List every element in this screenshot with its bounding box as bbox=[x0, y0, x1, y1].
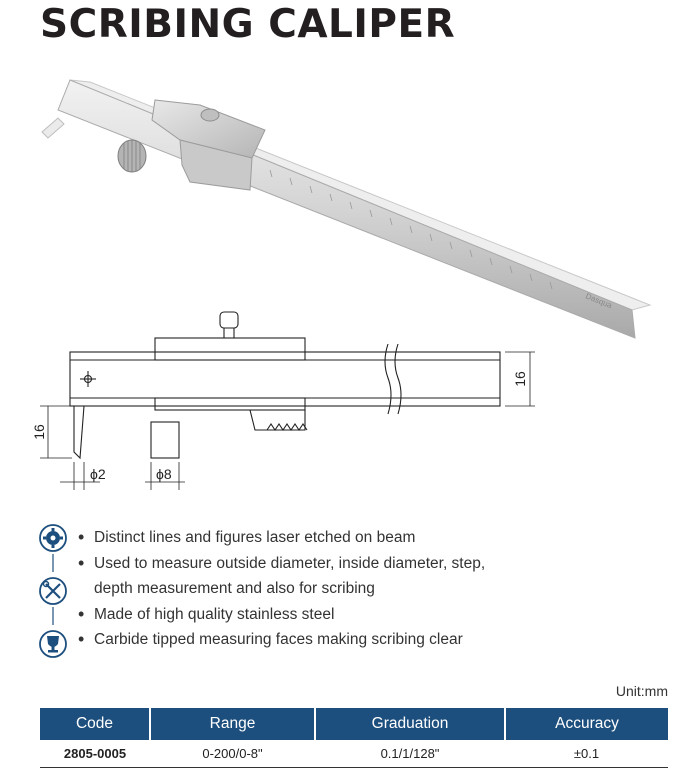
header-code: Code bbox=[40, 708, 150, 740]
dim-tip-diameter: ϕ2 bbox=[90, 466, 106, 482]
page-title: SCRIBING CALIPER bbox=[40, 2, 456, 47]
header-graduation: Graduation bbox=[314, 708, 505, 740]
table-row: 2805-0005 0-200/0-8" 0.1/1/128" ±0.1 bbox=[40, 740, 668, 768]
feature-icons bbox=[39, 524, 67, 658]
cell-graduation: 0.1/1/128" bbox=[315, 740, 505, 768]
feature-item: •Made of high quality stainless steel bbox=[78, 603, 335, 624]
technical-drawing: 16 16 ϕ2 ϕ8 bbox=[31, 311, 535, 490]
unit-label: Unit:mm bbox=[615, 683, 668, 699]
product-photo: Dasqua bbox=[41, 79, 652, 339]
header-accuracy: Accuracy bbox=[504, 708, 668, 740]
cell-code: 2805-0005 bbox=[40, 740, 150, 768]
feature-section: •Distinct lines and figures laser etched… bbox=[36, 520, 656, 670]
dim-jaw-diameter: ϕ8 bbox=[156, 466, 172, 482]
table-header-row: Code Range Graduation Accuracy bbox=[40, 708, 668, 740]
feature-item-continued: depth measurement and also for scribing bbox=[94, 580, 375, 597]
feature-item: •Carbide tipped measuring faces making s… bbox=[78, 629, 463, 649]
feature-item: •Used to measure outside diameter, insid… bbox=[78, 552, 486, 573]
dim-height-left: 16 bbox=[31, 424, 47, 440]
cell-range: 0-200/0-8" bbox=[150, 740, 315, 768]
feature-item: •Distinct lines and figures laser etched… bbox=[78, 527, 416, 547]
spec-table: Code Range Graduation Accuracy 2805-0005… bbox=[40, 708, 668, 768]
gear-icon bbox=[39, 524, 67, 552]
header-range: Range bbox=[149, 708, 315, 740]
feature-list: •Distinct lines and figures laser etched… bbox=[78, 525, 486, 653]
dim-height-right: 16 bbox=[512, 371, 528, 387]
cell-accuracy: ±0.1 bbox=[505, 740, 668, 768]
tools-icon bbox=[39, 577, 67, 605]
trophy-icon bbox=[39, 630, 67, 658]
